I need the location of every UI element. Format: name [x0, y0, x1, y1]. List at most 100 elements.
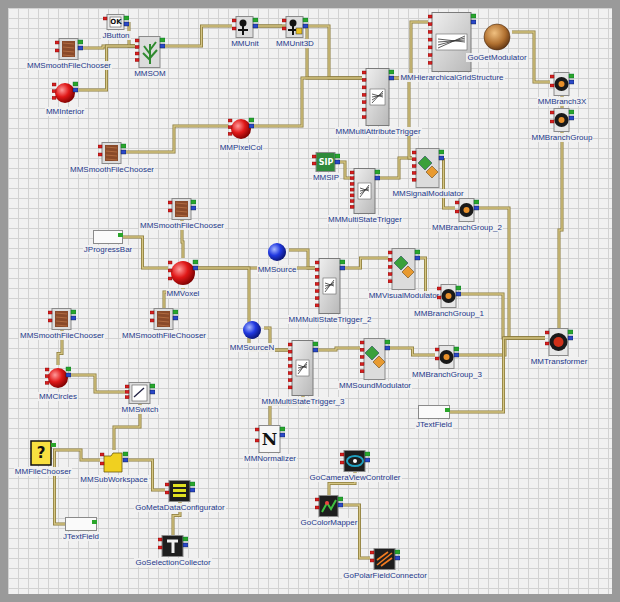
component-icon — [412, 148, 444, 188]
component-label: MMSubWorkspace — [79, 475, 148, 484]
component-icon — [455, 198, 479, 222]
component-icon — [418, 405, 450, 419]
component-icon — [65, 517, 97, 531]
component-node: MMUnit — [232, 16, 258, 38]
component-icon — [288, 340, 318, 396]
component-node: JButtonOK — [103, 14, 129, 30]
component-label: MMSmoothFileChooser — [19, 331, 105, 340]
wire-connector — [254, 78, 362, 126]
component-label: MMVisualModulator — [368, 291, 441, 300]
component-label: MMBranchGroup_1 — [413, 309, 485, 318]
component-node: MMSOM — [135, 36, 165, 68]
component-label: GoColorMapper — [300, 518, 359, 527]
component-icon — [228, 116, 254, 142]
component-node: MMCircles — [45, 365, 71, 391]
component-label: MMSource — [257, 265, 298, 274]
component-label: MMBranchGroup_3 — [411, 370, 483, 379]
wire-connector — [394, 78, 412, 158]
component-label: MMHierarchicalGridStructure — [399, 73, 504, 82]
component-node: GoPolarFieldConnector — [370, 548, 400, 570]
icon-text: SIP — [312, 152, 340, 172]
component-node: JTextField — [418, 405, 450, 419]
component-node: MMSubWorkspace — [100, 450, 128, 474]
component-label: MMSmoothFileChooser — [26, 61, 112, 70]
component-label: MMMultiStateTrigger_2 — [288, 315, 373, 324]
component-label: MMSOM — [133, 69, 167, 78]
component-node: MMBranchGroup — [550, 108, 574, 132]
component-node: MMSIPSIP — [312, 152, 340, 172]
wire-connector — [390, 348, 435, 355]
component-icon — [168, 258, 198, 288]
wire-connector — [56, 450, 100, 460]
component-node: MMSoundModulator — [360, 338, 390, 380]
component-icon — [282, 16, 308, 38]
component-icon — [265, 240, 289, 264]
component-icon — [370, 548, 400, 570]
component-label: MMBranchGroup_2 — [431, 223, 503, 232]
component-label: JButton — [101, 31, 130, 40]
wire-layer — [8, 8, 612, 594]
component-label: GoGetModulator — [466, 53, 527, 62]
component-label: MMSIP — [312, 173, 340, 182]
component-node: MMBranchGroup_3 — [435, 345, 459, 369]
workspace-grid: MMSmoothFileChooserJButtonOKMMSOMMMUnitM… — [8, 8, 612, 594]
component-node: MMMultiStateTrigger_3 — [288, 340, 318, 396]
component-label: MMSmoothFileChooser — [69, 165, 155, 174]
component-icon — [52, 80, 78, 106]
component-label: MMBranchGroup — [531, 133, 594, 142]
component-node: MMSignalModulator — [412, 148, 444, 188]
component-label: MMPixelCol — [219, 143, 264, 152]
component-icon — [100, 450, 128, 474]
component-node: JTextField — [65, 517, 97, 531]
component-icon — [240, 318, 264, 342]
component-node: MMSmoothFileChooser — [48, 308, 76, 330]
component-icon — [168, 198, 196, 220]
component-node: GoColorMapper — [315, 495, 343, 517]
icon-text: N — [255, 425, 285, 453]
component-label: MMSwitch — [121, 405, 160, 414]
component-label: MMSignalModulator — [391, 189, 464, 198]
component-label: MMMultiStateTrigger — [327, 215, 403, 224]
component-node: MMSmoothFileChooser — [168, 198, 196, 220]
component-label: MMUnit — [230, 39, 260, 48]
component-label: GoCameraViewController — [309, 473, 402, 482]
component-node: MMFileChooser? — [30, 440, 56, 466]
component-icon — [360, 338, 390, 380]
wire-connector — [55, 450, 66, 524]
component-node: MMSource — [265, 240, 289, 264]
component-icon — [428, 12, 476, 72]
wire-connector — [559, 132, 562, 328]
component-icon — [550, 108, 574, 132]
component-node: MMNormalizerN — [255, 425, 285, 453]
component-icon — [93, 230, 123, 244]
component-label: MMTransformer — [530, 357, 589, 366]
component-icon — [315, 258, 345, 314]
component-node: MMSwitch — [125, 382, 155, 404]
component-node: MMSourceN — [240, 318, 264, 342]
component-icon — [45, 365, 71, 391]
component-node: MMHierarchicalGridStructure — [428, 12, 476, 72]
component-node: MMBranchGroup_2 — [455, 198, 479, 222]
component-node: JProgressBar — [93, 230, 123, 244]
component-icon — [482, 22, 512, 52]
component-icon — [550, 72, 574, 96]
component-node: GoSelectionCollector — [158, 535, 188, 557]
wire-connector — [318, 348, 360, 350]
component-label: MMSmoothFileChooser — [139, 221, 225, 230]
component-icon — [315, 495, 343, 517]
component-label: MMSoundModulator — [338, 381, 412, 390]
component-icon — [125, 382, 155, 404]
component-label: JProgressBar — [83, 245, 133, 254]
wire-connector — [198, 268, 288, 350]
component-icon — [232, 16, 258, 38]
component-icon — [388, 248, 420, 290]
component-label: MMFileChooser — [14, 467, 72, 476]
component-icon — [98, 142, 126, 164]
component-icon — [545, 328, 573, 356]
component-label: MMVoxel — [166, 289, 201, 298]
component-node: MMBranchGroup_1 — [437, 284, 461, 308]
component-icon — [435, 345, 459, 369]
wire-connector — [258, 26, 362, 78]
component-icon — [362, 68, 394, 126]
component-node: MMSmoothFileChooser — [150, 308, 178, 330]
